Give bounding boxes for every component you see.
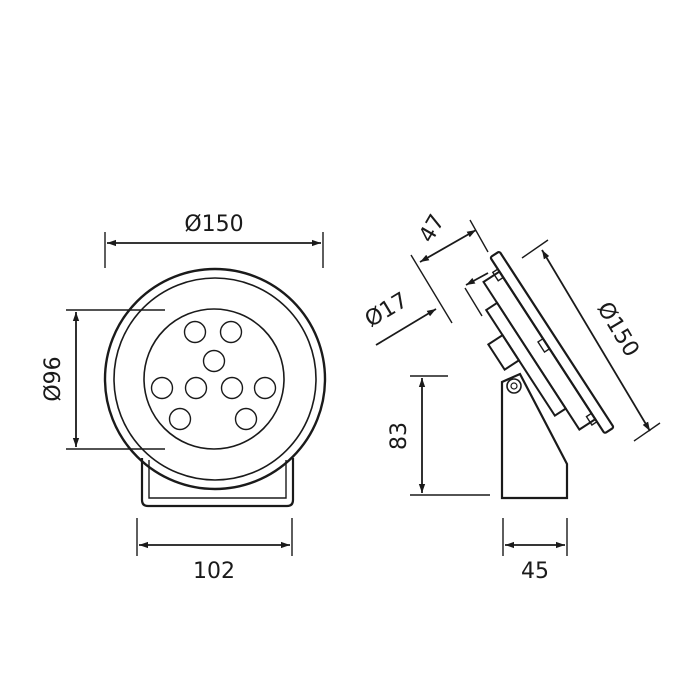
dim-front-diameter: Ø150 <box>104 212 324 268</box>
front-bracket-inner <box>148 460 287 499</box>
led <box>183 320 207 344</box>
led <box>253 376 277 400</box>
dim-cable-diameter: Ø17 <box>361 272 489 346</box>
side-rim <box>489 251 615 434</box>
led <box>150 376 174 400</box>
front-view: Ø150 Ø96 102 <box>41 212 327 584</box>
dim-side-depth-label: 45 <box>521 559 549 584</box>
dim-bracket-width-label: 102 <box>193 559 235 584</box>
dim-bracket-width: 102 <box>136 518 293 584</box>
led <box>168 407 192 431</box>
led <box>219 320 243 344</box>
front-bracket <box>140 458 295 508</box>
led <box>202 349 226 373</box>
dim-side-diameter-label: Ø150 <box>592 298 644 362</box>
dim-side-depth: 45 <box>502 518 568 584</box>
side-pivot <box>506 378 522 394</box>
dim-lamp-depth-label: 47 <box>415 210 451 247</box>
led-plate <box>143 308 285 450</box>
led <box>184 376 208 400</box>
front-inner-ring <box>113 277 317 481</box>
led-array <box>150 320 277 431</box>
side-view: 83 45 Ø150 47 Ø17 <box>361 210 661 584</box>
side-lamp-head <box>482 251 615 434</box>
dim-cable-diameter-label: Ø17 <box>361 288 413 333</box>
dim-led-ring-diameter: Ø96 <box>41 309 165 450</box>
side-cable-gland <box>486 333 521 371</box>
led <box>220 376 244 400</box>
side-body <box>482 270 597 431</box>
side-bracket <box>500 372 569 500</box>
dim-front-diameter-label: Ø150 <box>184 212 243 237</box>
dim-side-height: 83 <box>387 375 490 496</box>
led <box>234 407 258 431</box>
dim-led-ring-diameter-label: Ø96 <box>41 356 66 401</box>
dim-side-height-label: 83 <box>387 422 412 450</box>
front-outer-ring <box>103 267 327 491</box>
